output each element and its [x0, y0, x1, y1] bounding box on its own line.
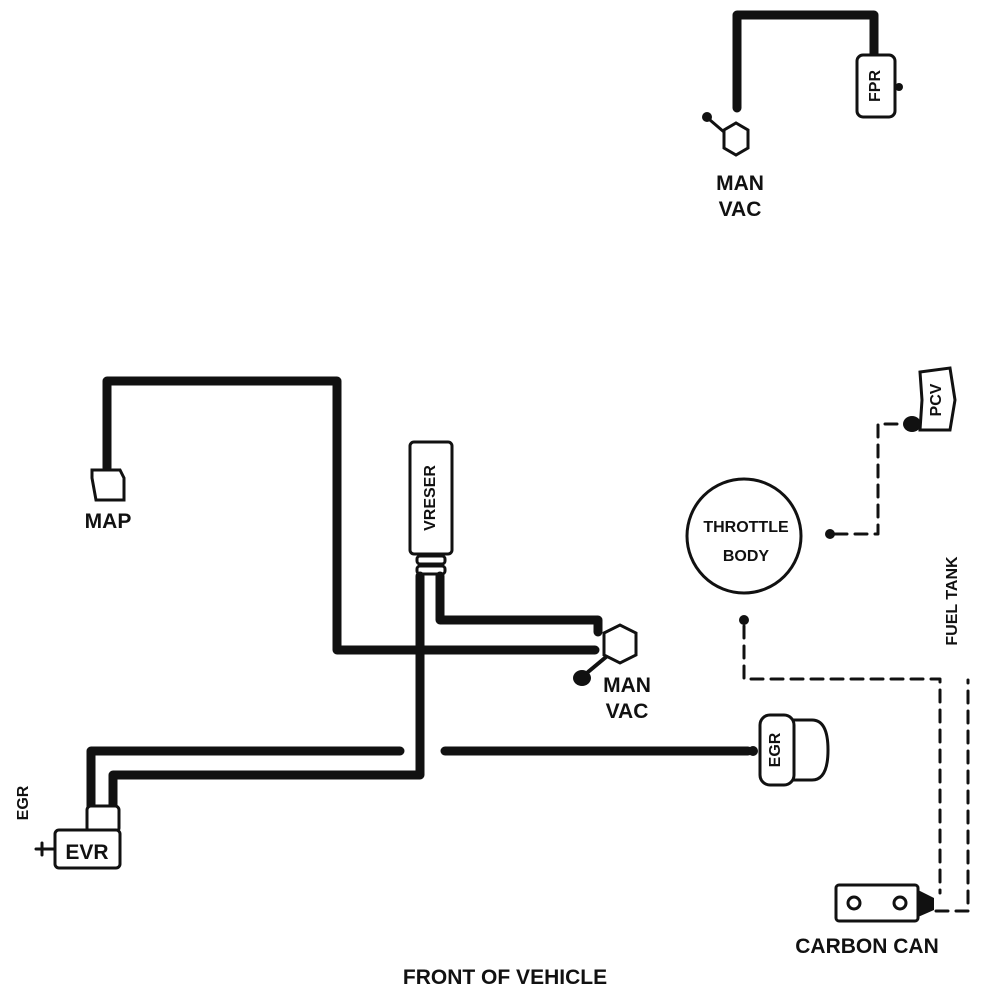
hose-map-to-man-vac	[102, 376, 600, 655]
evr-label: EVR	[65, 841, 108, 864]
hose-vreser-to-evr	[108, 571, 425, 817]
hose-manvac-to-fpr	[732, 10, 879, 113]
man-vac-top-label-1: MAN	[716, 172, 764, 195]
man-vac-mid-label-2: VAC	[606, 700, 649, 723]
evap-line-throttle-to-canister	[742, 624, 942, 895]
throttle-body-label-2: BODY	[723, 548, 770, 565]
egr-valve-label: EGR	[767, 732, 784, 767]
map-label: MAP	[85, 510, 132, 533]
throttle-body-port-right	[825, 529, 835, 539]
carbon-can-label: CARBON CAN	[795, 935, 939, 958]
fpr-label: FPR	[867, 70, 884, 102]
throttle-body-label-1: THROTTLE	[703, 519, 789, 536]
front-of-vehicle-label: FRONT OF VEHICLE	[403, 966, 607, 989]
fuel-tank-label: FUEL TANK	[944, 556, 961, 646]
fuel-tank-line	[934, 678, 970, 913]
hose-vreser-to-man-vac	[435, 571, 603, 637]
throttle-body	[685, 477, 803, 595]
man-vac-top-label-2: VAC	[719, 198, 762, 221]
pcv-line	[833, 422, 905, 536]
map-sensor	[90, 468, 126, 502]
vreser-reservoir	[408, 440, 454, 556]
egr-valve	[748, 713, 830, 787]
pcv-valve	[903, 366, 957, 432]
pcv-label: PCV	[928, 383, 945, 416]
fpr-component: FPR	[855, 53, 903, 119]
egr-left-label: EGR	[15, 785, 32, 820]
man-vac-fitting-mid	[573, 623, 638, 686]
evr-component	[34, 804, 122, 870]
vreser-nipples	[415, 554, 447, 576]
hose-evr-to-egr-left	[86, 746, 405, 817]
vreser-label: VRESER	[422, 465, 439, 531]
man-vac-fitting-top	[702, 112, 750, 157]
throttle-body-port-bottom	[739, 615, 749, 625]
carbon-canister	[834, 883, 934, 923]
man-vac-mid-label-1: MAN	[603, 674, 651, 697]
